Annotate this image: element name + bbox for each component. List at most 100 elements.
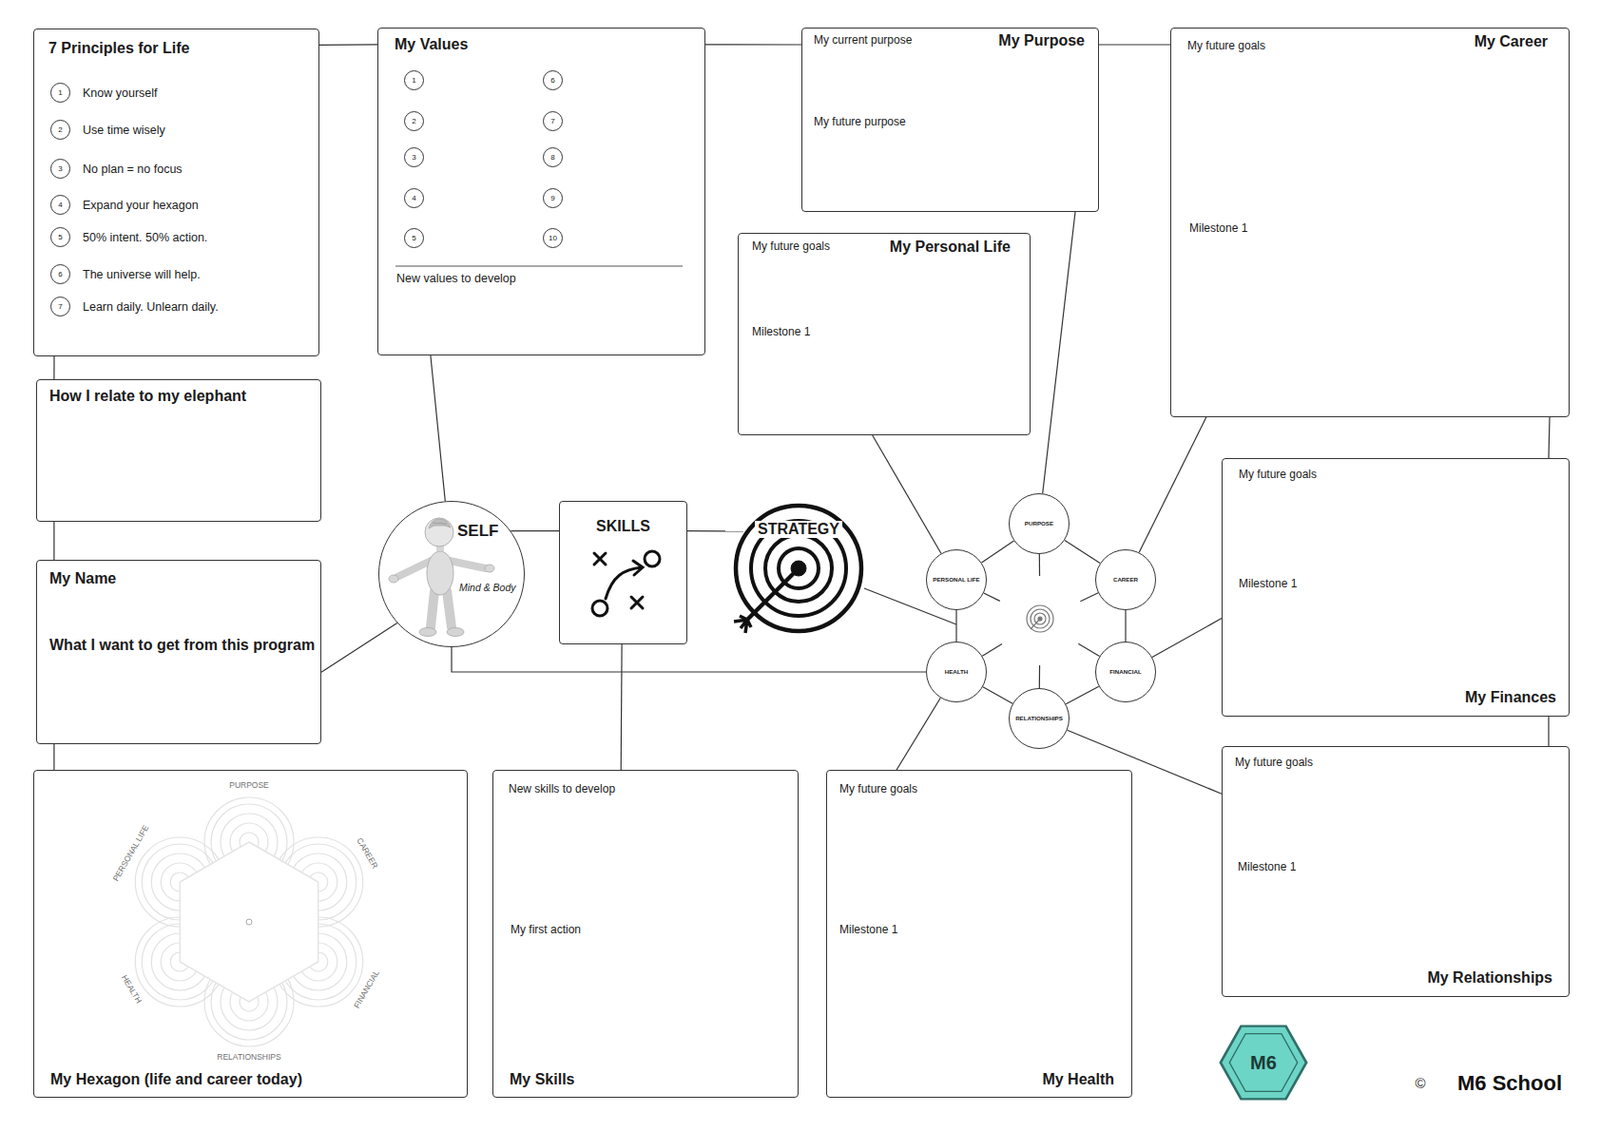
- self-circle: SELFMind & Body: [378, 501, 525, 648]
- node-text: My Values: [394, 36, 468, 54]
- node-text: My first action: [510, 924, 581, 938]
- relationships-box: My future goalsMilestone 1My Relationshi…: [1221, 746, 1570, 998]
- node-text: FINANCIAL: [1096, 668, 1156, 675]
- skills-icon: [644, 551, 660, 567]
- principle-number: 3No plan = no focus: [50, 158, 71, 179]
- hexagon-box: My Hexagon (life and career today): [33, 770, 468, 1099]
- self-figure: [449, 560, 486, 569]
- hexagon-area-circle: CAREER: [1095, 549, 1157, 611]
- connector: [1098, 43, 1171, 45]
- node-text: CAREER: [1096, 576, 1156, 583]
- node-text: My Name: [49, 570, 116, 588]
- node-text: My current purpose: [813, 34, 912, 48]
- principle-number: 7Learn daily. Unlearn daily.: [50, 296, 71, 317]
- node-text: 9: [543, 193, 562, 203]
- health-box: My future goalsMilestone 1My Health: [826, 770, 1133, 1099]
- node-text: How I relate to my elephant: [49, 387, 247, 405]
- node-text: 3: [51, 164, 70, 174]
- self-figure: [419, 628, 437, 637]
- node-text: 2: [404, 116, 424, 126]
- connector: [321, 623, 398, 674]
- value-number: 1: [404, 70, 425, 91]
- principles-box: 7 Principles for Life 1 Know yourself 2 Use …: [33, 28, 320, 357]
- node-text: 7: [51, 302, 70, 311]
- value-number: 6: [542, 70, 563, 91]
- hexagon-area-circle: PURPOSE: [1008, 493, 1070, 555]
- hex-spoke: [982, 644, 1003, 657]
- node-text: No plan = no focus: [82, 161, 183, 175]
- skills-icon: [594, 553, 606, 565]
- hexagon-shape: [179, 842, 318, 1003]
- node-text: My Skills: [509, 1071, 575, 1089]
- personal-life-box: My future goalsMy Personal LifeMilestone…: [737, 232, 1031, 436]
- node-text: 10: [543, 233, 562, 243]
- strategy-target: [733, 616, 752, 634]
- self-figure: [424, 518, 454, 547]
- node-text: 1: [404, 76, 424, 85]
- hex-center-target: [1026, 605, 1054, 633]
- node-text: New skills to develop: [508, 783, 616, 797]
- principle-number: 4Expand your hexagon: [50, 194, 71, 215]
- values-box: My ValuesNew values to develop1234567891…: [377, 27, 706, 356]
- connector: [510, 530, 560, 532]
- strategy-target: [747, 568, 799, 620]
- node-text: 8: [543, 153, 562, 162]
- label-text: CAREER: [354, 836, 380, 870]
- node-text: SKILLS: [596, 518, 651, 536]
- value-number: 4: [404, 188, 425, 209]
- skills-icon: [594, 553, 606, 565]
- self-figure: [426, 551, 454, 596]
- node-text: PERSONAL LIFE: [926, 576, 986, 583]
- node-text: Expand your hexagon: [82, 197, 199, 212]
- node-text: 7 Principles for Life: [48, 39, 190, 58]
- connector: [1138, 417, 1207, 553]
- hexagon-shape: [246, 919, 252, 926]
- connector: [1548, 417, 1550, 459]
- label-text: M6 School: [1457, 1072, 1562, 1096]
- strategy-target: [735, 505, 862, 632]
- node-text: Milestone 1: [1238, 578, 1297, 592]
- node-text: Milestone 1: [1189, 222, 1248, 236]
- skills-icon: [592, 600, 608, 617]
- connector: [687, 530, 744, 532]
- node-text: 1: [51, 88, 70, 97]
- node-text: My future goals: [1234, 756, 1313, 771]
- connector: [982, 540, 1015, 563]
- node-text: Mind & Body: [459, 581, 517, 594]
- purpose-box: My current purposeMy PurposeMy future pu…: [801, 27, 1099, 213]
- skills-icon: [633, 560, 643, 576]
- connector: [896, 697, 941, 771]
- connector: [53, 521, 55, 560]
- hex-spoke: [1039, 665, 1041, 689]
- node-text: 2: [51, 125, 70, 135]
- node-text: Know yourself: [82, 85, 158, 99]
- node-text: Use time wisely: [82, 122, 166, 136]
- connector: [1124, 610, 1126, 642]
- m6-logo: M6: [1218, 1024, 1309, 1101]
- label-text: ©: [1414, 1076, 1426, 1093]
- connector: [1067, 730, 1222, 794]
- node-text: 5: [51, 232, 70, 242]
- connector: [1065, 686, 1099, 705]
- connector: [430, 355, 445, 502]
- hex-spoke: [1079, 593, 1099, 602]
- skills-icon: [592, 551, 660, 617]
- node-text: My Relationships: [1426, 969, 1553, 987]
- principle-number: 550% intent. 50% action.: [50, 227, 71, 248]
- connector: [872, 435, 942, 554]
- hexagon-area-circle: FINANCIAL: [1095, 641, 1157, 703]
- skills-plan-box: New skills to develop My first action My S…: [492, 770, 799, 1099]
- node-text: 4: [51, 200, 70, 210]
- skills-box: SKILLS: [559, 501, 688, 645]
- hexagon-shape: [179, 842, 318, 1003]
- connector: [983, 687, 1013, 705]
- hex-center-target: [1030, 609, 1050, 629]
- self-figure: [484, 564, 495, 573]
- skills-icon: [631, 597, 643, 609]
- node-text: My future purpose: [813, 115, 907, 130]
- values-divider: [395, 266, 683, 268]
- self-figure: [397, 560, 431, 578]
- hexagon-area-circle: RELATIONSHIPS: [1008, 688, 1070, 750]
